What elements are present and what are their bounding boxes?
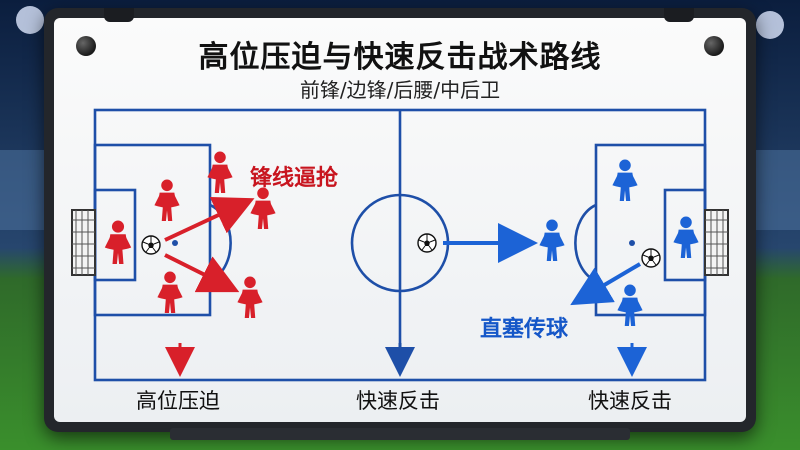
frame-clip: [664, 8, 694, 22]
pitch-lines: [93, 108, 707, 382]
magnet-icon: [76, 36, 96, 56]
magnet-icon: [704, 36, 724, 56]
press-arrow: [164, 253, 240, 293]
page-subtitle: 前锋/边锋/后腰/中后卫: [299, 78, 501, 102]
blue-player: [617, 284, 643, 326]
bottom-label-counter: 快速反击: [356, 389, 440, 413]
marker-tray: [170, 428, 630, 440]
right-penalty-spot: [629, 240, 635, 246]
ball-icon: [417, 233, 437, 253]
ball-icon: [141, 235, 161, 255]
press-label: 锋线逼抢: [250, 166, 339, 191]
blue-player-goalkeeper: [673, 216, 699, 258]
blue-player: [612, 159, 638, 201]
red-player-goalkeeper: [104, 220, 132, 264]
left-penalty-spot: [172, 240, 178, 246]
through-ball-arrow: [570, 262, 642, 306]
bottom-label-press: 高位压迫: [136, 389, 220, 413]
red-player: [237, 276, 263, 318]
red-player: [154, 179, 180, 221]
ball-icon: [641, 248, 661, 268]
bottom-label-counter: 快速反击: [588, 389, 672, 413]
blue-team: [539, 159, 699, 326]
right-goal: [704, 209, 729, 276]
pass-label: 直塞传球: [480, 317, 569, 342]
press-arrow: [164, 197, 255, 242]
red-player: [250, 187, 276, 229]
red-player: [157, 271, 183, 313]
right-penalty-arc: [574, 203, 597, 283]
frame-clip: [104, 8, 134, 22]
blue-player: [539, 219, 565, 261]
left-penalty-box: [93, 143, 212, 317]
left-goal: [71, 209, 96, 276]
page-title: 高位压迫与快速反击战术路线: [198, 40, 602, 75]
